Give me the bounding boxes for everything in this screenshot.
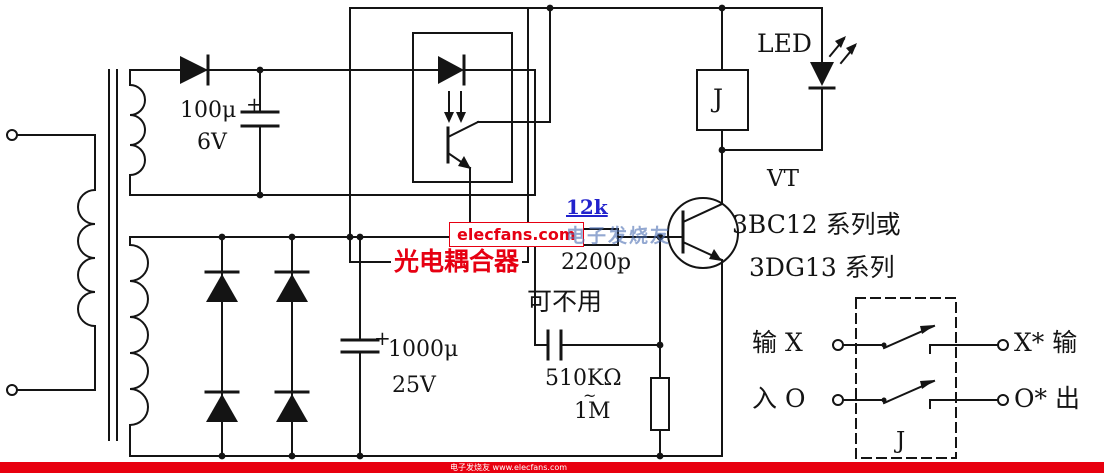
cap-2200p	[534, 236, 661, 361]
contact-switch-1	[842, 324, 999, 354]
label-relay-coil: J	[713, 84, 724, 113]
opto-phototransistor	[446, 7, 551, 238]
bridge-rectifier	[204, 236, 310, 457]
rectifier-diode-top	[129, 54, 439, 86]
footer-watermark-bar: 电子发烧友 www.elecfans.com	[0, 462, 1104, 473]
junction-dots	[218, 4, 726, 460]
filter-cap-100u	[240, 69, 280, 196]
transformer-secondary-bottom	[128, 236, 149, 457]
label-resistor-tilde: ~	[583, 386, 597, 405]
label-cap2-value: 2200p	[561, 250, 632, 275]
watermark-elecfans: elecfans.com	[449, 222, 584, 247]
watermark-elecfans-cn: 电子发烧友	[566, 225, 672, 247]
transistor-vt	[667, 197, 739, 457]
contact-terminal	[997, 394, 1009, 406]
transformer-primary	[6, 129, 97, 396]
label-cap3-plus: +	[374, 326, 391, 350]
contact-terminal	[832, 339, 844, 351]
label-cap1-value: 100μ	[180, 98, 237, 123]
label-cap1-plus: +	[246, 92, 263, 116]
optocoupler-box	[412, 32, 513, 183]
label-cap3-voltage: 25V	[392, 373, 436, 398]
label-transistor-ref: VT	[767, 166, 799, 192]
label-cap1-voltage: 6V	[197, 130, 227, 155]
label-output-row2: O* 出	[1014, 384, 1080, 413]
opto-light-arrows-icon	[444, 91, 466, 123]
label-relay-contacts: J	[896, 428, 906, 454]
relay-contacts-box	[832, 297, 1009, 459]
label-transistor-type-1: 3BC12 系列或	[732, 210, 901, 239]
label-input-row1: 输 X	[752, 328, 803, 357]
contact-terminal	[832, 394, 844, 406]
label-transistor-type-2: 3DG13 系列	[749, 253, 895, 282]
input-terminal-bottom	[6, 384, 18, 396]
input-terminal-top	[6, 129, 18, 141]
label-resistor-510k: 510KΩ	[545, 366, 622, 391]
opto-input-return-wire	[129, 69, 536, 196]
transformer-secondary-top	[128, 69, 146, 196]
label-cap2-note: 可不用	[527, 287, 603, 316]
contact-switch-2	[842, 379, 999, 409]
label-resistor-12k: 12k	[566, 195, 608, 219]
indicator-led	[721, 7, 857, 151]
footer-watermark-text: 电子发烧友 www.elecfans.com	[450, 463, 568, 472]
relay-coil	[696, 7, 749, 205]
label-optocoupler: 光电耦合器	[391, 248, 523, 276]
label-input-row2: 入 O	[752, 384, 806, 413]
label-resistor-1m: 1M	[574, 399, 611, 424]
contact-terminal	[997, 339, 1009, 351]
resistor-510k	[650, 236, 670, 457]
label-output-row1: X* 输	[1014, 328, 1078, 357]
opto-led	[438, 54, 466, 86]
transformer-core	[108, 69, 118, 441]
filter-cap-1000u	[340, 236, 380, 457]
label-led: LED	[757, 29, 812, 58]
label-cap3-value: 1000μ	[388, 337, 459, 362]
